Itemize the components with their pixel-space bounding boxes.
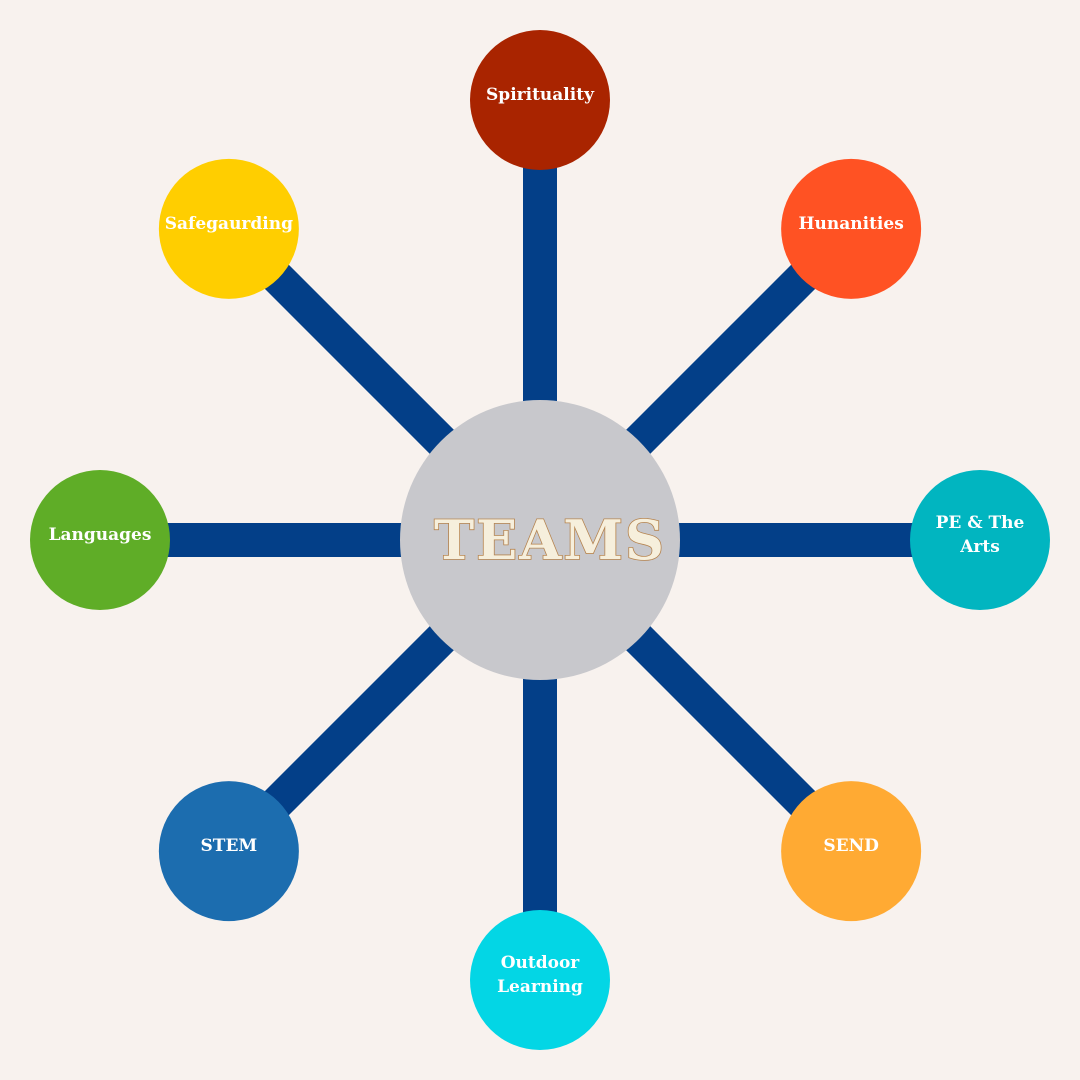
hub-label: TEAMS: [434, 508, 666, 572]
node-languages[interactable]: Languages: [30, 470, 170, 610]
node-circle-safegaurding[interactable]: [158, 158, 299, 299]
node-circle-send[interactable]: [781, 781, 922, 922]
spokes: [100, 100, 980, 980]
node-spirituality[interactable]: Spirituality: [470, 30, 610, 170]
node-circle-pe-the-arts[interactable]: [910, 470, 1050, 610]
hub: TEAMS: [400, 400, 680, 680]
node-hunanities[interactable]: Hunanities: [781, 158, 922, 299]
node-safegaurding[interactable]: Safegaurding: [158, 158, 299, 299]
node-circle-hunanities[interactable]: [781, 158, 922, 299]
node-circle-spirituality[interactable]: [470, 30, 610, 170]
node-send[interactable]: SEND: [781, 781, 922, 922]
node-stem[interactable]: STEM: [158, 781, 299, 922]
node-circle-outdoor-learning[interactable]: [470, 910, 610, 1050]
hub-circle: [400, 400, 680, 680]
node-circle-stem[interactable]: [158, 781, 299, 922]
node-circle-languages[interactable]: [30, 470, 170, 610]
